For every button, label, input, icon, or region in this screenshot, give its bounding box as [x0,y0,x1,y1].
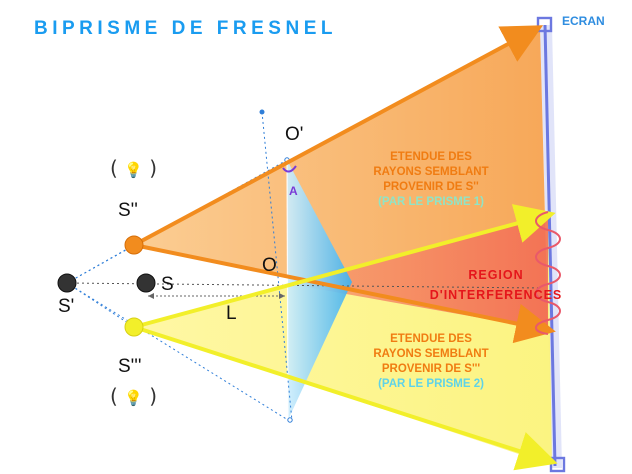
source-s [136,273,156,293]
ray-s-double-upper [133,25,544,247]
interference-caption: REGION D'INTERFERENCES [396,265,596,305]
lamp-upper: ( 💡 ) [110,156,158,180]
source-s-triple [124,317,144,337]
source-s-double [124,235,144,255]
upper-zone-line1: ETENDUE DES [390,151,472,163]
lower-zone-line3: PROVENIR DE S''' [381,363,481,375]
source-s-prime [57,273,77,293]
construction-point [259,109,265,115]
ray-s-double-lower [133,243,556,344]
upper-zone-caption: ETENDUE DES RAYONS SEMBLANT PROVENIR DE … [336,150,526,210]
distance-l-arrowhead-right [279,293,285,299]
label-o-prime: O' [285,124,304,145]
ray-s-prime-to-prism-bottom [66,282,289,421]
ray-s-prime-to-s-double [66,244,135,284]
screen-top-marker [536,16,553,33]
optical-axis [66,282,541,289]
lightbulb-icon: 💡 [124,389,143,407]
label-prism-angle: A [289,184,298,198]
lower-zone-line2: RAYONS SEMBLANT [373,348,489,360]
diagram-title: BIPRISME DE FRESNEL [34,18,337,39]
upper-zone-line2: RAYONS SEMBLANT [373,166,489,178]
interference-line1: REGION [468,268,524,282]
prism-bottom-point [287,417,293,423]
interference-line2: D'INTERFERENCES [429,288,563,302]
lower-zone-line4: (PAR LE PRISME 2) [378,378,484,390]
screen-label: ECRAN [562,14,605,28]
label-distance-l: L [226,303,237,324]
label-s-prime: S' [58,296,75,317]
label-s-double: S'' [118,200,138,221]
distance-l-arrowhead-left [148,293,154,299]
interference-fringes [535,211,561,335]
screen-line [543,24,557,467]
ray-s-triple-upper [133,204,556,329]
upper-zone-line3: PROVENIR DE S'' [383,181,479,193]
lower-zone-caption: ETENDUE DES RAYONS SEMBLANT PROVENIR DE … [336,332,526,392]
label-o: O [262,255,277,276]
prism-angle-arc [282,165,297,173]
lamp-lower: ( 💡 ) [110,384,158,408]
prism-face-extension [261,111,293,422]
label-s: S [161,274,174,295]
interference-region [290,215,548,330]
lightbulb-icon: 💡 [124,161,143,179]
ray-s-prime-to-s-triple [66,282,135,328]
upper-zone-line4: (PAR LE PRISME 1) [378,196,484,208]
lower-zone-line1: ETENDUE DES [390,333,472,345]
label-s-triple: S''' [118,356,142,377]
biprism [287,160,352,420]
ray-s-triple-lower [133,325,558,471]
